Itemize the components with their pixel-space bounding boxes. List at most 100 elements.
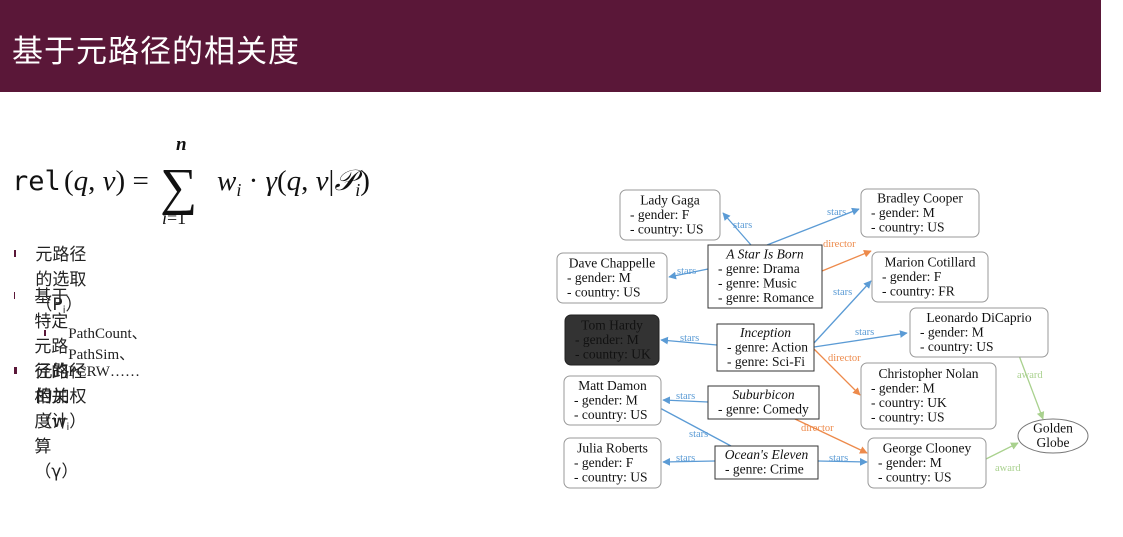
node-title: Golden (1033, 421, 1073, 436)
node-title: Marion Cotillard (884, 254, 975, 269)
node-title: Christopher Nolan (878, 366, 978, 381)
node-attribute: - gender: M (574, 392, 638, 407)
director-edge (813, 348, 861, 396)
node-title: Bradley Cooper (877, 190, 963, 205)
stars-edge-label: stars (676, 453, 695, 464)
director-edge (821, 250, 872, 272)
knowledge-graph-diagram: stars stars stars director stars stars stars di… (555, 185, 1089, 490)
node-attribute: - country: US (920, 339, 994, 354)
node-attribute: - genre: Comedy (718, 402, 809, 417)
bullet-text: 元路径的加权（w (35, 362, 87, 432)
stars-edge-label: stars (677, 266, 696, 277)
bullet-marker (14, 250, 17, 257)
stars-edge (813, 330, 908, 348)
stars-edge (817, 457, 868, 466)
node-attribute: - genre: Crime (725, 462, 804, 477)
award-edge-label: award (995, 463, 1021, 474)
node-bradley-cooper: Bradley Cooper- gender: M- country: US (860, 188, 980, 238)
stars-edge (722, 212, 752, 246)
node-title: George Clooney (883, 440, 972, 455)
node-attribute: - gender: M (567, 270, 631, 285)
relevance-formula: rel (q, v) = n ∑ i=1 wi · γ(q, v|𝒫i) (10, 130, 430, 230)
node-attribute: - country: US (574, 407, 648, 422)
director-edge-label: director (801, 423, 834, 434)
bullet-tail: ） (65, 295, 83, 315)
node-attribute: - genre: Sci-Fi (727, 354, 805, 369)
formula-rel: rel (12, 166, 61, 197)
director-edge-label: director (823, 239, 856, 250)
node-attribute: - country: US (871, 219, 945, 234)
bullet-text: PathCount、PathSim、PCRW…… (68, 326, 147, 380)
stars-edge (662, 396, 709, 405)
formula-rhs: wi · γ(q, v|𝒫i) (217, 163, 370, 200)
node-julia-roberts: Julia Roberts- gender: F- country: US (563, 437, 662, 489)
node-attribute: - country: UK (871, 395, 947, 410)
stars-edge-label: stars (733, 220, 752, 231)
node-attribute: - gender: M (920, 324, 984, 339)
node-attribute: - gender: F (882, 269, 942, 284)
formula-lhs-args: (q, v) = (64, 165, 149, 197)
title-bar: 基于元路径的相关度 (0, 0, 1101, 92)
bullet-marker (14, 292, 16, 299)
stars-edge-label: stars (680, 333, 699, 344)
bullet-marker (44, 330, 47, 336)
bullet-text: 元路径的选取（P (35, 245, 87, 315)
bullet-text: 基于特定元路径的相关度计算（γ） (34, 287, 79, 482)
stars-edge-label: stars (689, 429, 708, 440)
bullet-subscript: i (62, 305, 66, 316)
node-title: Suburbicon (732, 387, 794, 402)
node-attribute: - gender: M (878, 455, 942, 470)
stars-edge (668, 268, 709, 280)
node-dave-chappelle: Dave Chappelle- gender: M- country: US (556, 252, 668, 304)
slide-title: 基于元路径的相关度 (12, 34, 300, 70)
node-title: Matt Damon (578, 378, 647, 393)
node-george-clooney: George Clooney- gender: M- country: US (867, 437, 987, 489)
stars-edge (766, 207, 860, 246)
sub-bullet-item: PathCount、PathSim、PCRW…… (44, 322, 150, 381)
stars-edge (813, 280, 872, 344)
node-attribute: - gender: M (575, 332, 639, 347)
node-attribute: - country: UK (575, 346, 651, 361)
node-attribute: - country: US (630, 221, 704, 236)
node-attribute: Globe (1037, 435, 1070, 450)
node-attribute: - gender: M (871, 205, 935, 220)
node-marion-cotillard: Marion Cotillard- gender: F- country: FR (871, 251, 989, 303)
node-suburbicon: Suburbicon- genre: Comedy (707, 385, 820, 420)
stars-edge-label: stars (676, 391, 695, 402)
node-lady-gaga: Lady Gaga- gender: F- country: US (619, 189, 721, 241)
node-attribute: - gender: M (871, 381, 935, 396)
node-inception: Inception- genre: Action- genre: Sci-Fi (716, 323, 815, 372)
bullet-item: 元路径的加权（wi） (14, 357, 91, 433)
node-attribute: - genre: Romance (718, 290, 814, 305)
node-attribute: - country: US (871, 410, 945, 425)
award-edge-label: award (1017, 370, 1043, 381)
node-title: Leonardo DiCaprio (926, 310, 1032, 325)
bullet-tail: ） (69, 412, 87, 432)
node-attribute: - genre: Action (727, 339, 808, 354)
stars-edge-label: stars (827, 207, 846, 218)
award-edge (985, 442, 1019, 460)
node-attribute: - country: US (567, 284, 641, 299)
node-a-star-is-born: A Star Is Born- genre: Drama- genre: Mus… (707, 244, 823, 309)
node-attribute: - country: FR (882, 283, 955, 298)
stars-edge-label: stars (829, 453, 848, 464)
director-edge-label: director (828, 353, 861, 364)
stars-edge-label: stars (833, 287, 852, 298)
node-attribute: - gender: F (574, 455, 634, 470)
formula-sum-lower: i=1 (162, 208, 186, 228)
node-attribute: - country: US (574, 469, 648, 484)
formula-sigma: ∑ (160, 159, 197, 216)
node-title: A Star Is Born (725, 247, 804, 262)
node-title: Dave Chappelle (569, 255, 656, 270)
node-leonardo-dicaprio: Leonardo DiCaprio- gender: M- country: U… (909, 307, 1049, 358)
node-oceans-eleven: Ocean's Eleven- genre: Crime (714, 445, 819, 480)
node-attribute: - genre: Music (718, 276, 797, 291)
node-attribute: - country: US (878, 469, 952, 484)
stars-edge-label: stars (855, 327, 874, 338)
node-attribute: - genre: Drama (718, 261, 800, 276)
node-tom-hardy: Tom Hardy- gender: M- country: UK (564, 314, 660, 366)
bullet-subscript: i (66, 422, 70, 433)
formula-sum-upper: n (176, 134, 187, 155)
node-title: Ocean's Eleven (725, 447, 809, 462)
